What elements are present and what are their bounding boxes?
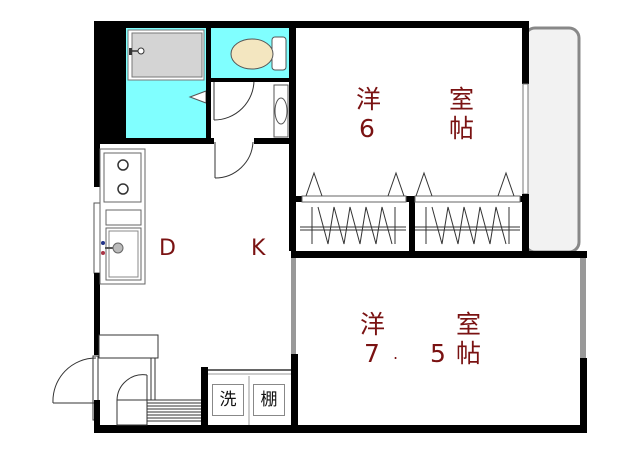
door-dk-gap — [214, 138, 254, 144]
wall-room2-right — [580, 358, 587, 432]
wall-center — [289, 21, 296, 251]
wall-toilet-bottom — [211, 78, 289, 82]
wall-bath-bottom — [100, 138, 293, 144]
room2-label-unit: 帖 — [456, 339, 482, 368]
wall-entrance-lower — [94, 400, 100, 430]
storage-door-swing — [116, 374, 148, 401]
room2-label-size-int: 7 — [364, 339, 380, 368]
wall-left-mid — [94, 273, 100, 355]
storage-box — [116, 399, 148, 426]
room2-label-type2: 室 — [456, 310, 482, 339]
wall-left-lower — [94, 140, 100, 187]
faucet-icon — [129, 47, 145, 55]
burner-icon — [117, 159, 129, 195]
wash-basin-icon — [273, 84, 289, 138]
washroom-door-swing — [213, 79, 255, 121]
room2-label-size-dec: 5 — [430, 339, 446, 368]
window-room1 — [522, 83, 529, 195]
entrance-door-swing — [52, 357, 97, 404]
wall-utility-left — [201, 367, 208, 427]
shoe-cabinet — [98, 334, 159, 359]
wall-center-lower-window — [291, 258, 296, 354]
dk-door-swing — [214, 141, 254, 179]
bathtub-basin — [131, 32, 203, 78]
room1-label-size: 6 — [359, 114, 375, 143]
sink-faucet-icon — [101, 241, 124, 255]
wall-bath-toilet — [206, 28, 211, 140]
balcony — [523, 26, 581, 254]
room2-label-size-dot: . — [393, 344, 399, 363]
room2-label-type1: 洋 — [360, 310, 386, 339]
window-left — [93, 202, 101, 274]
dk-label-k: K — [251, 236, 266, 261]
wall-room-divider — [291, 251, 587, 258]
room1-label-type1: 洋 — [356, 85, 382, 114]
window-room2 — [580, 258, 586, 358]
stove — [103, 152, 142, 203]
step-lines — [147, 399, 201, 422]
dk-label-d: D — [159, 236, 176, 261]
room1-label-type2: 室 — [449, 85, 475, 114]
closet-left — [300, 206, 406, 245]
wall-bottom — [94, 425, 587, 433]
washer-space: 洗 — [212, 384, 244, 416]
closet-door-icons — [305, 171, 515, 197]
wall-room1-right-bottom — [522, 194, 529, 258]
wall-top — [94, 21, 528, 28]
closet-right — [415, 206, 520, 245]
wall-closet-divider — [409, 196, 415, 252]
wall-room1-right-top — [522, 21, 529, 84]
toilet-icon — [230, 36, 287, 71]
wall-left — [94, 21, 100, 141]
shelf: 棚 — [253, 384, 285, 416]
wall-center-bottom — [291, 354, 298, 432]
room1-label-unit: 帖 — [449, 114, 475, 143]
